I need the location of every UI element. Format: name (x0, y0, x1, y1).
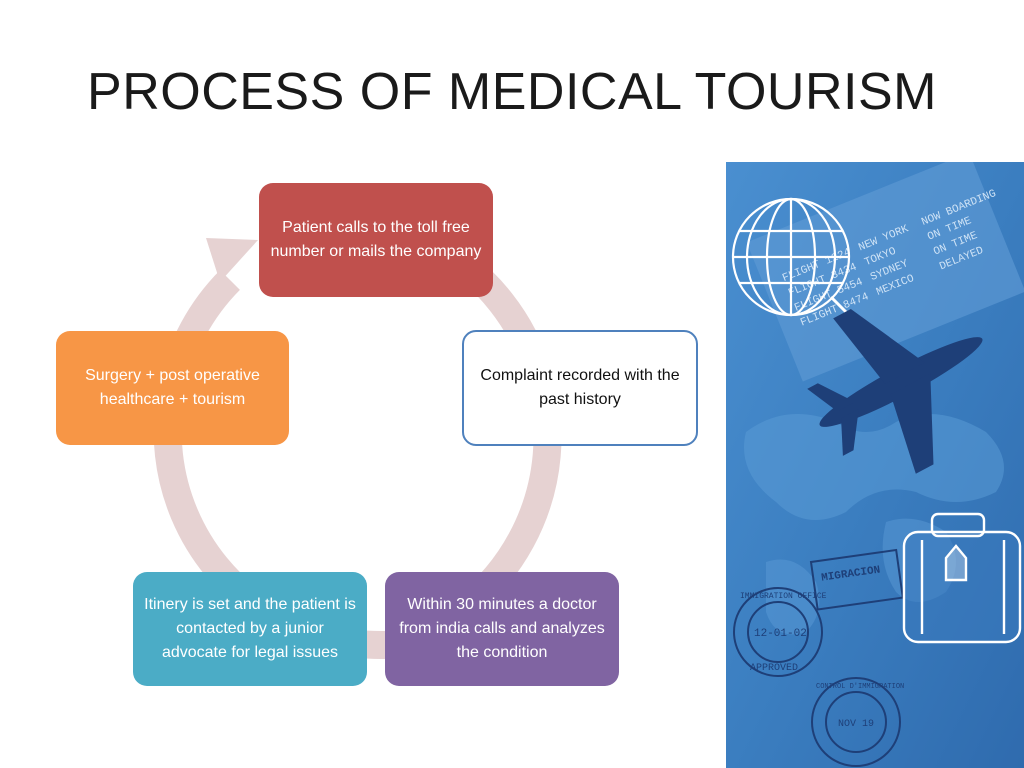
stamp-control: CONTROL D'IMMIGRATION NOV 19 (811, 677, 904, 767)
step-patient-calls: Patient calls to the toll free number or… (259, 183, 493, 297)
world-map (744, 414, 1004, 520)
stamp-immigration: 12-01-02 IMMIGRATION OFFICE APPROVED (733, 587, 827, 677)
svg-text:12-01-02: 12-01-02 (754, 628, 807, 640)
svg-text:APPROVED: APPROVED (750, 663, 798, 674)
step-itinerary-set: Itinery is set and the patient is contac… (133, 572, 367, 686)
flight-board (746, 162, 1024, 382)
svg-text:IMMIGRATION OFFICE: IMMIGRATION OFFICE (740, 592, 827, 601)
cycle-arrowhead (206, 238, 258, 282)
suitcase-icon (902, 512, 1022, 644)
slide-title: PROCESS OF MEDICAL TOURISM (87, 63, 937, 121)
step-doctor-calls: Within 30 minutes a doctor from india ca… (385, 572, 619, 686)
globe-icon (731, 197, 853, 319)
svg-text:CONTROL D'IMMIGRATION: CONTROL D'IMMIGRATION (816, 683, 904, 691)
svg-text:NOV 19: NOV 19 (838, 719, 874, 730)
step-surgery-tourism: Surgery + post operative healthcare + to… (56, 331, 289, 445)
step-complaint-recorded: Complaint recorded with the past history (462, 330, 698, 446)
travel-illustration: FLIGHT 1224 FLIGHT 3434 FLIGHT 5454 FLIG… (726, 162, 1024, 768)
airplane-icon (807, 308, 983, 474)
